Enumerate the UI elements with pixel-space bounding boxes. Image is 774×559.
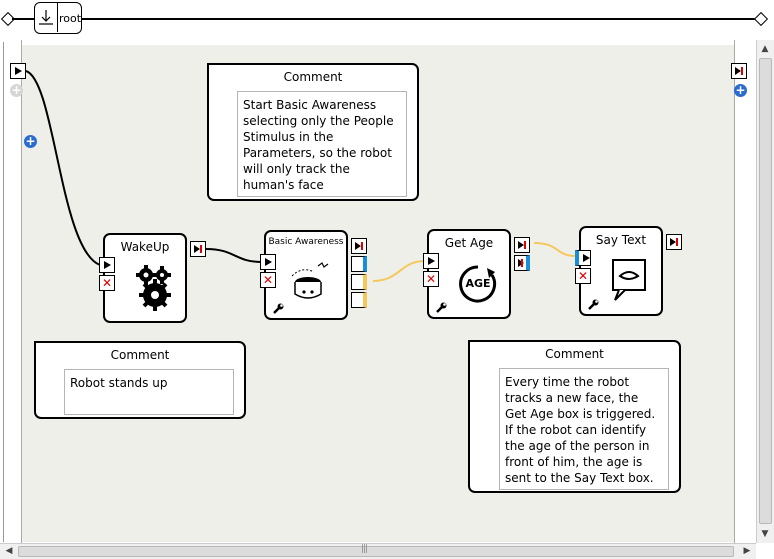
comment-box-right[interactable]: Comment Every time the robot tracks a ne…	[468, 340, 681, 493]
comment-title: Comment	[283, 70, 343, 84]
gears-icon	[133, 263, 177, 317]
wire-getage-to-saytext	[533, 242, 577, 257]
getage-onfailure-port[interactable]	[514, 255, 530, 271]
wakeup-onstopped-port[interactable]	[190, 241, 206, 257]
wire-wakeup-to-awareness	[205, 248, 263, 263]
right-frame	[734, 40, 756, 543]
awareness-onstart-port[interactable]	[260, 254, 276, 270]
get-age-title: Get Age	[444, 236, 494, 250]
basic-awareness-box[interactable]: Basic Awareness	[264, 230, 348, 320]
wrench-icon[interactable]	[271, 302, 285, 316]
start-input-port[interactable]	[10, 63, 26, 79]
age-icon-text: AGE	[465, 277, 491, 290]
horizontal-scrollbar[interactable]: ◀ ||| ▶	[0, 543, 756, 559]
awareness-onstopped-port[interactable]	[351, 238, 367, 254]
comment-text[interactable]: Robot stands up	[64, 369, 234, 415]
wire-start-to-wakeup	[25, 70, 101, 266]
scroll-up-arrow-icon[interactable]: ▲	[761, 44, 769, 54]
wire-awareness-to-getage	[372, 260, 426, 282]
getage-onstopped-port[interactable]	[514, 237, 530, 253]
saytext-onstopped-port[interactable]	[666, 234, 682, 250]
comment-title: Comment	[110, 348, 170, 362]
add-input-button[interactable]: +	[24, 134, 37, 148]
say-text-box[interactable]: Say Text	[579, 226, 663, 316]
comment-title: Comment	[545, 347, 604, 361]
horizontal-scroll-thumb[interactable]: |||	[18, 544, 734, 557]
comment-box-top[interactable]: Comment Start Basic Awareness selecting …	[207, 63, 419, 201]
scroll-grip-icon: |||	[361, 544, 368, 554]
left-frame	[0, 40, 22, 543]
download-tray-icon	[35, 3, 58, 32]
global-output-port[interactable]	[731, 63, 747, 79]
vertical-scrollbar[interactable]: ▲ ▼	[756, 40, 774, 543]
get-age-box[interactable]: Get Age AGE	[427, 229, 511, 319]
wakeup-title: WakeUp	[120, 240, 170, 254]
timeline-line	[12, 18, 760, 20]
wrench-icon[interactable]	[434, 301, 448, 315]
scroll-right-arrow-icon[interactable]: ▶	[743, 546, 751, 556]
add-input-grey-button[interactable]: +	[10, 83, 23, 97]
getage-onstart-port[interactable]	[423, 253, 439, 269]
wakeup-box[interactable]: WakeUp	[103, 233, 187, 323]
awareness-onstop-port[interactable]: ✕	[260, 272, 276, 288]
root-label: root	[59, 12, 82, 25]
comment-text[interactable]: Every time the robot tracks a new face, …	[499, 368, 669, 490]
awareness-output-port[interactable]	[351, 292, 367, 308]
scroll-down-arrow-icon[interactable]: ▼	[761, 529, 769, 539]
awareness-peoplelost-port[interactable]	[351, 274, 367, 290]
say-text-title: Say Text	[595, 233, 647, 247]
scroll-left-arrow-icon[interactable]: ◀	[5, 546, 13, 556]
top-bar: root	[0, 0, 774, 40]
comment-box-left[interactable]: Comment Robot stands up	[34, 341, 246, 419]
saytext-onstart-port[interactable]	[575, 250, 591, 266]
wakeup-onstart-port[interactable]	[99, 257, 115, 273]
robot-awareness-icon	[288, 258, 332, 306]
getage-onstop-port[interactable]: ✕	[423, 271, 439, 287]
comment-text[interactable]: Start Basic Awareness selecting only the…	[237, 91, 407, 197]
vertical-scroll-thumb[interactable]	[759, 58, 772, 524]
add-output-button[interactable]: +	[734, 83, 747, 97]
speech-bubble-icon	[611, 258, 649, 306]
age-icon: AGE	[458, 264, 498, 304]
awareness-humantracked-port[interactable]	[351, 256, 367, 272]
wrench-icon[interactable]	[586, 298, 600, 312]
saytext-onstop-port[interactable]: ✕	[575, 268, 591, 284]
basic-awareness-title: Basic Awareness	[268, 237, 344, 247]
wakeup-onstop-port[interactable]: ✕	[99, 275, 115, 291]
root-breadcrumb-button[interactable]: root	[34, 2, 82, 34]
